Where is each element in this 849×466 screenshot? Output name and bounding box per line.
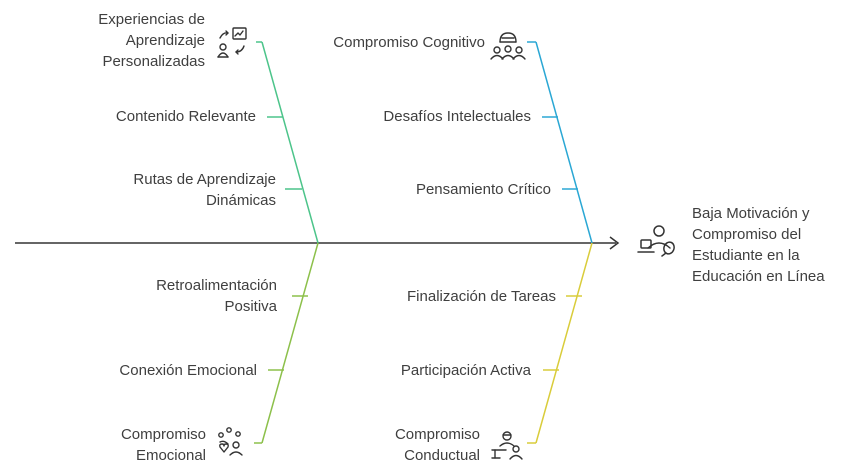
cause-finalizacion-tareas: Finalización de Tareas [407,288,556,305]
group-cognition-icon [490,32,526,60]
category-experiencias-personalizadas: Experiencias de Aprendizaje Personalizad… [98,11,205,70]
cause-participacion-activa: Participación Activa [400,362,531,379]
category-compromiso-conductual: Compromiso Conductual [394,426,480,464]
cause-pensamiento-critico: Pensamiento Crítico [415,181,551,198]
bone-bottom-left [261,242,319,444]
cause-desafios-intelectuales: Desafíos Intelectuales [383,108,531,125]
spine-arrowhead [609,236,620,250]
remote-student-icon [637,225,675,257]
personalized-learning-icon [217,27,247,58]
cause-rutas-aprendizaje: Rutas de Aprendizaje Dinámicas [133,171,276,209]
teacher-student-icon [491,431,523,460]
effect-title: Baja Motivación y Compromiso del Estudia… [692,205,825,285]
cause-conexion-emocional: Conexión Emocional [119,362,257,379]
category-compromiso-emocional: Compromiso Emocional [120,426,206,464]
bone-bottom-right [535,242,593,444]
category-compromiso-cognitivo: Compromiso Cognitivo [333,34,485,51]
cause-contenido-relevante: Contenido Relevante [115,108,256,125]
bone-top-right [535,41,593,244]
emotional-connection-icon [218,427,243,456]
bone-top-left [261,41,319,244]
cause-retroalimentacion-positiva: Retroalimentación Positiva [156,277,277,315]
